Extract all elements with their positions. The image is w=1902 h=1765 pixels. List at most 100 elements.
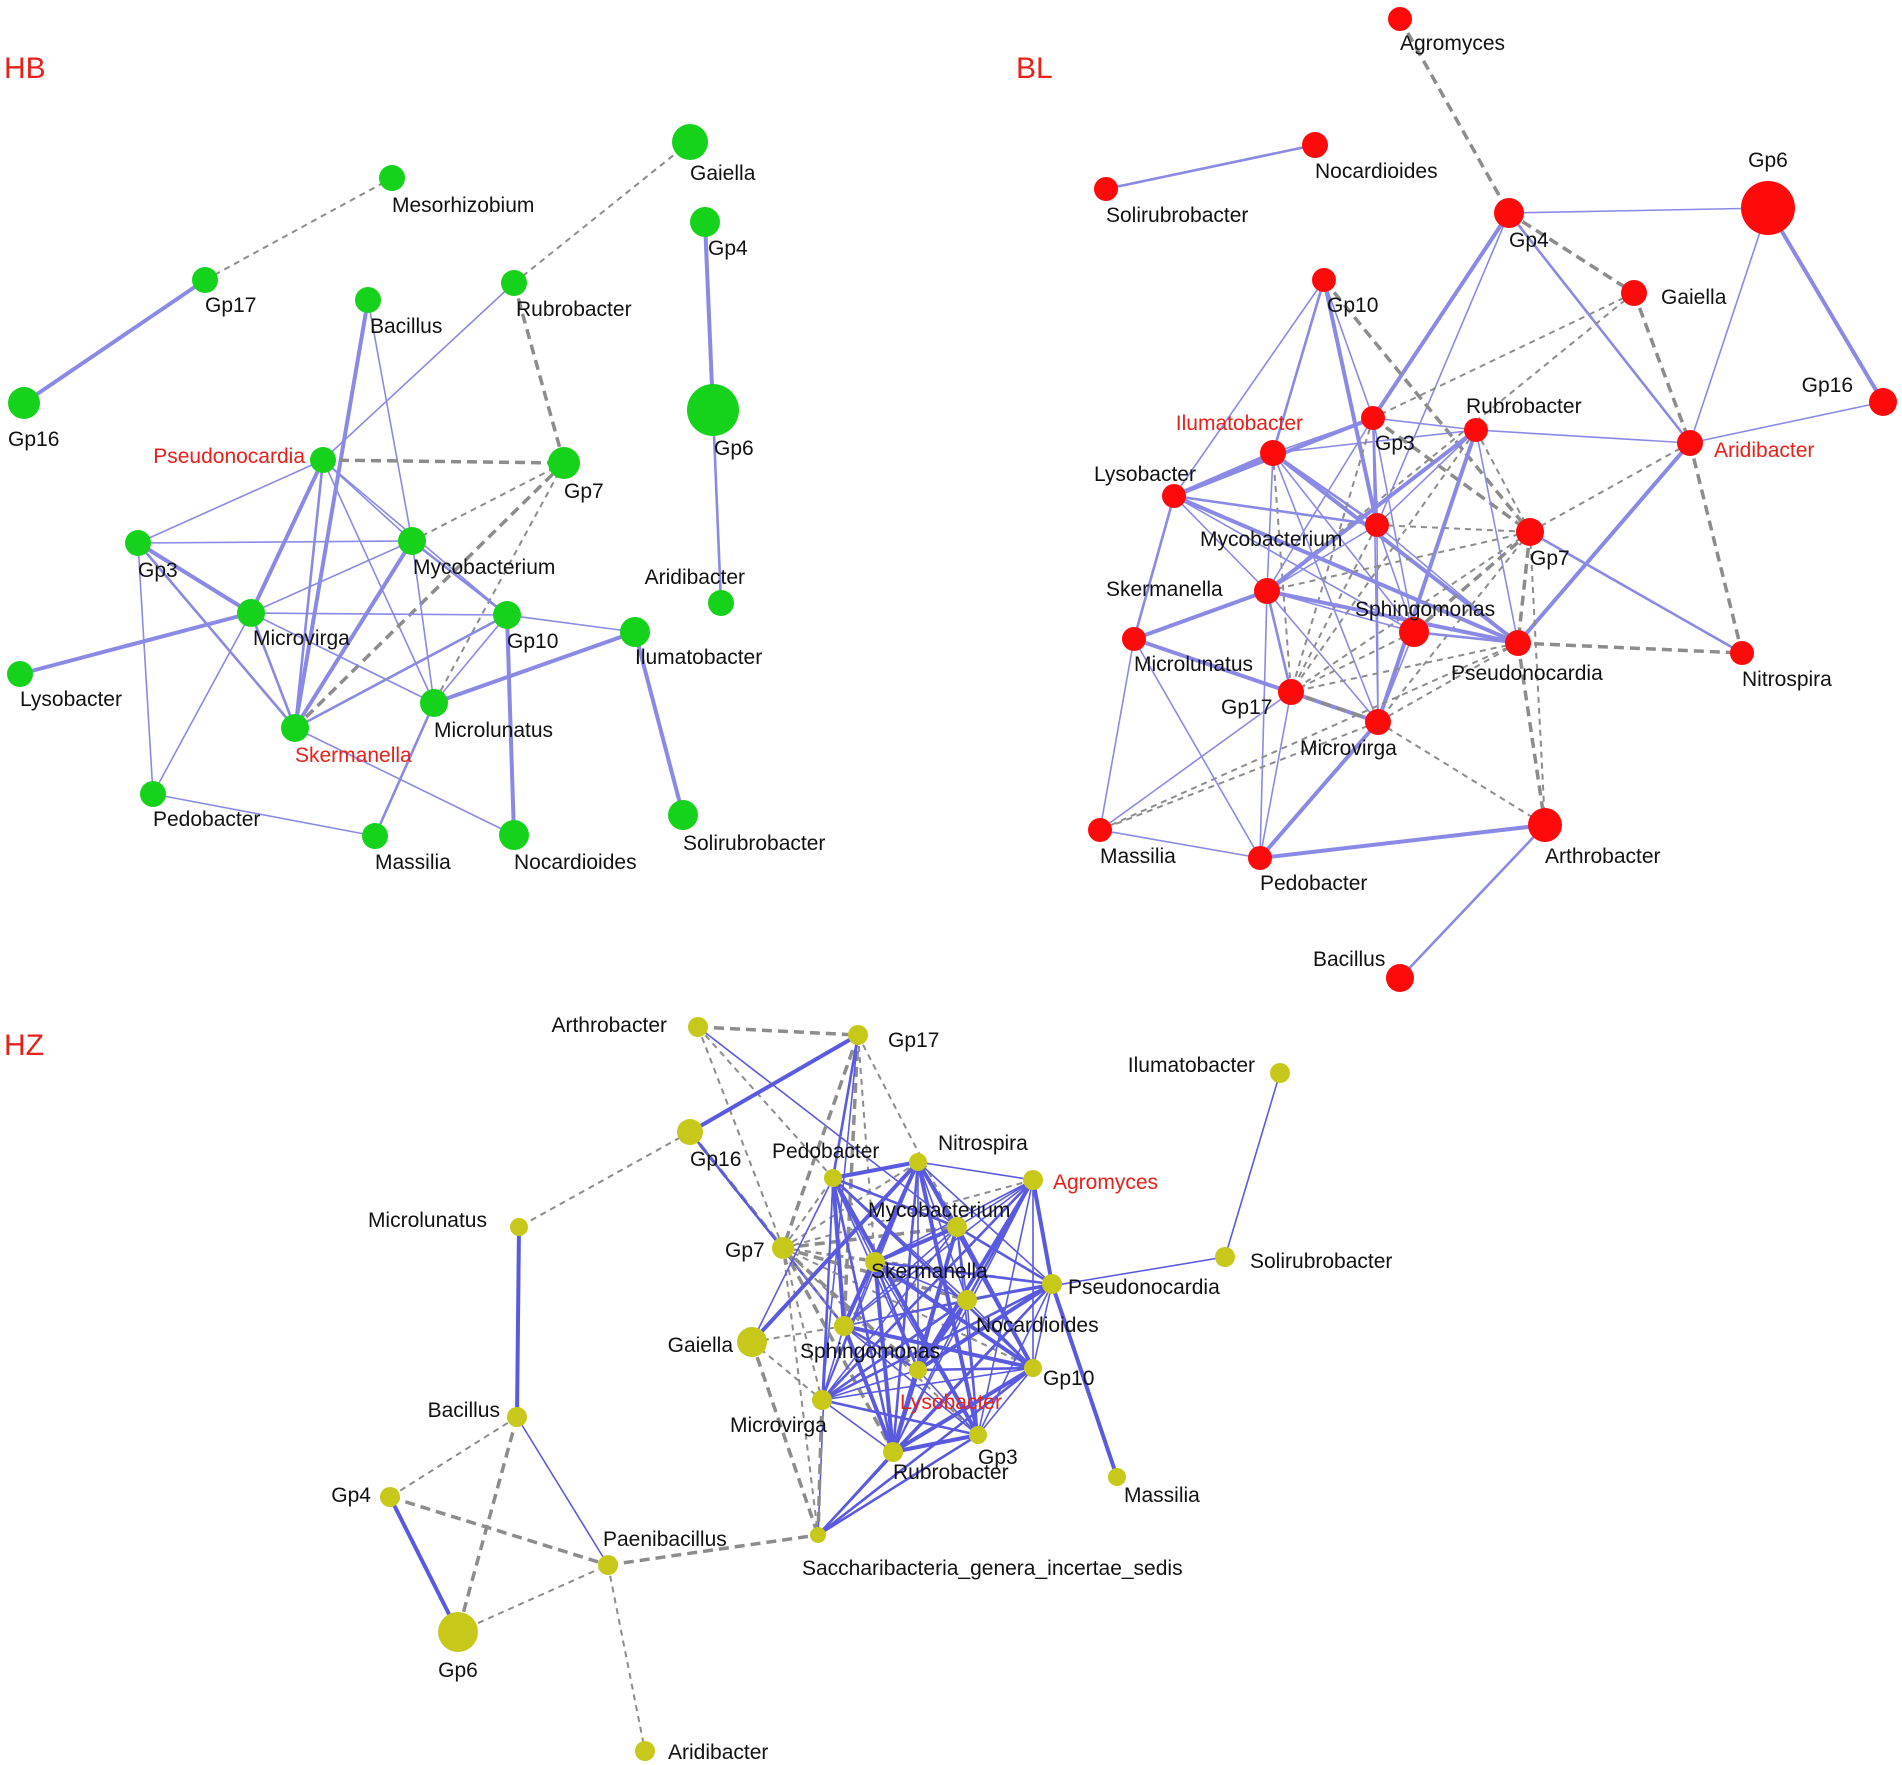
edge-bl-mycobacterium-gp17	[1290, 524, 1378, 693]
node-label-hz-sphingomonas: Sphingomonas	[800, 1340, 940, 1363]
edge-bl-gp3-gp7	[1371, 416, 1532, 534]
edge-bl-pseudonocardia-gp17	[1290, 642, 1519, 693]
edge-bl-gp7-sphingomonas	[1412, 530, 1532, 634]
edge-bl-massilia-pedobacter	[1099, 829, 1261, 859]
node-hz-lysobacter	[909, 1361, 927, 1379]
node-label-hz-paenibacillus: Paenibacillus	[603, 1528, 727, 1551]
edge-bl-aridibacter-rubrobacter	[1475, 429, 1691, 444]
edge-hz-mycobacterium-skermanella	[874, 1225, 958, 1264]
node-bl-aridibacter	[1677, 430, 1703, 456]
node-hz-ilumatobacter	[1270, 1063, 1290, 1083]
edge-bl-lysobacter-microlunatus	[1132, 495, 1176, 640]
edge-hb-microlunatus-ilumatobacter	[433, 630, 636, 705]
edge-bl-aridibacter-pseudonocardia	[1516, 441, 1692, 645]
node-bl-gp4	[1494, 198, 1524, 228]
node-label-hb-gp3: Gp3	[138, 559, 178, 582]
node-label-hb-nocardioides: Nocardioides	[514, 851, 637, 874]
edge-hz-gp10-lysobacter	[917, 1366, 1034, 1372]
node-label-hz-lysobacter: Lysobacter	[900, 1391, 1002, 1414]
node-label-bl-rubrobacter: Rubrobacter	[1466, 395, 1582, 418]
node-label-hz-saccharibacteria: Saccharibacteria_genera_incertae_sedis	[802, 1557, 1183, 1580]
edge-bl-gp17-pedobacter	[1259, 691, 1292, 859]
node-label-hz-rubrobacter: Rubrobacter	[893, 1461, 1009, 1484]
node-label-hb-bacillus: Bacillus	[370, 315, 442, 338]
edge-hz-microlunatus-bacillus	[515, 1226, 521, 1418]
node-hz-gp6	[438, 1612, 478, 1652]
node-label-hb-pseudonocardia: Pseudonocardia	[153, 445, 305, 468]
node-hz-pseudonocardia	[1042, 1274, 1062, 1294]
node-label-hb-mesorhizobium: Mesorhizobium	[392, 194, 534, 217]
edge-bl-mycobacterium-gp7	[1376, 524, 1531, 533]
edge-hz-gp7-pedobacter	[782, 1177, 834, 1249]
edge-bl-agromyces-gp4	[1398, 18, 1511, 214]
edge-hz-gp4-gp6	[388, 1496, 460, 1633]
node-hb-gp7	[548, 447, 580, 479]
node-hb-aridibacter	[708, 590, 734, 616]
edge-bl-gp4-gaiella	[1508, 211, 1635, 295]
edge-hz-gp10-rubrobacter	[891, 1366, 1035, 1454]
node-bl-gp6	[1741, 181, 1795, 235]
node-hz-solirubrobacter	[1215, 1247, 1235, 1267]
edge-bl-pedobacter-arthrobacter	[1259, 823, 1546, 860]
node-hb-microlunatus	[420, 689, 448, 717]
edge-hz-gp4-paenibacillus	[389, 1495, 609, 1567]
edge-hz-skermanella-nocardioides	[874, 1261, 968, 1301]
edge-bl-ilumatobacter-pseudonocardia	[1271, 451, 1520, 645]
node-hz-pedobacter	[824, 1169, 842, 1187]
edge-bl-skermanella-microvirga	[1266, 590, 1379, 723]
node-label-bl-ilumatobacter: Ilumatobacter	[1176, 412, 1303, 435]
edge-hb-microlunatus-massilia	[373, 702, 436, 837]
edge-hb-ilumatobacter-solirubrobacter	[633, 631, 685, 816]
node-bl-arthrobacter	[1528, 808, 1562, 842]
edge-bl-gp7-arthrobacter	[1529, 531, 1546, 826]
node-label-bl-aridibacter: Aridibacter	[1714, 439, 1814, 462]
edge-hb-mycobacterium-microlunatus	[411, 540, 435, 704]
node-hb-ilumatobacter	[620, 617, 650, 647]
edge-hz-gp7-sphingomonas	[782, 1247, 845, 1327]
edge-hz-pedobacter-sphingomonas	[831, 1177, 846, 1327]
node-label-hz-arthrobacter: Arthrobacter	[551, 1014, 667, 1037]
edge-hz-mycobacterium-sphingomonas	[843, 1226, 958, 1327]
node-label-hb-microvirga: Microvirga	[253, 627, 350, 650]
edge-bl-aridibacter-gp7	[1529, 442, 1691, 533]
edge-hz-nitrospira-nocardioides	[917, 1161, 968, 1301]
edge-hb-mycobacterium-gp7	[411, 462, 565, 542]
edge-bl-gaiella-skermanella	[1266, 292, 1635, 592]
node-label-hb-mycobacterium: Mycobacterium	[413, 556, 555, 579]
node-label-bl-gp3: Gp3	[1375, 432, 1415, 455]
edge-hz-microvirga-saccharibacteria	[816, 1399, 824, 1536]
edge-hb-gp3-skermanella	[137, 542, 296, 729]
edge-bl-ilumatobacter-microvirga	[1272, 452, 1379, 723]
node-bl-massilia	[1088, 818, 1112, 842]
node-hb-rubrobacter	[501, 270, 527, 296]
edge-hz-nitrospira-pseudonocardia	[917, 1161, 1053, 1285]
node-hz-gp17	[848, 1025, 868, 1045]
edge-hz-agromyces-sphingomonas	[843, 1179, 1034, 1327]
edge-hz-bacillus-gp6	[456, 1416, 519, 1633]
edge-bl-gp3-rubrobacter	[1372, 417, 1477, 431]
edge-bl-microvirga-massilia	[1099, 721, 1379, 831]
edge-hz-pedobacter-saccharibacteria	[817, 1177, 834, 1536]
node-hz-nocardioides	[957, 1290, 977, 1310]
edge-bl-gp6-gp16	[1766, 206, 1885, 404]
edge-bl-microvirga-arthrobacter	[1377, 721, 1546, 826]
edge-hz-nitrospira-agromyces	[917, 1161, 1034, 1181]
edge-bl-mycobacterium-microvirga	[1376, 524, 1379, 723]
edge-hb-gp10-skermanella	[294, 613, 508, 730]
node-bl-microlunatus	[1122, 627, 1146, 651]
edge-hz-nitrospira-gp3	[916, 1161, 980, 1436]
edge-hz-pedobacter-nitrospira	[832, 1160, 919, 1180]
edge-hb-microvirga-microlunatus	[250, 612, 435, 704]
node-label-bl-solirubrobacter: Solirubrobacter	[1106, 204, 1248, 227]
edge-hz-nocardioides-sphingomonas	[843, 1299, 968, 1327]
node-hb-gaiella	[672, 124, 708, 160]
node-hz-massilia	[1108, 1468, 1126, 1486]
node-label-bl-gp7: Gp7	[1530, 547, 1570, 570]
edge-hz-sphingomonas-lysobacter	[843, 1324, 919, 1372]
node-label-bl-gp16: Gp16	[1802, 374, 1853, 397]
node-label-bl-gp6: Gp6	[1748, 149, 1788, 172]
node-bl-mycobacterium	[1365, 513, 1389, 537]
edge-bl-gp6-aridibacter	[1689, 207, 1769, 444]
edge-bl-gp4-gp3	[1371, 211, 1511, 420]
edge-hz-arthrobacter-pedobacter	[697, 1026, 834, 1179]
